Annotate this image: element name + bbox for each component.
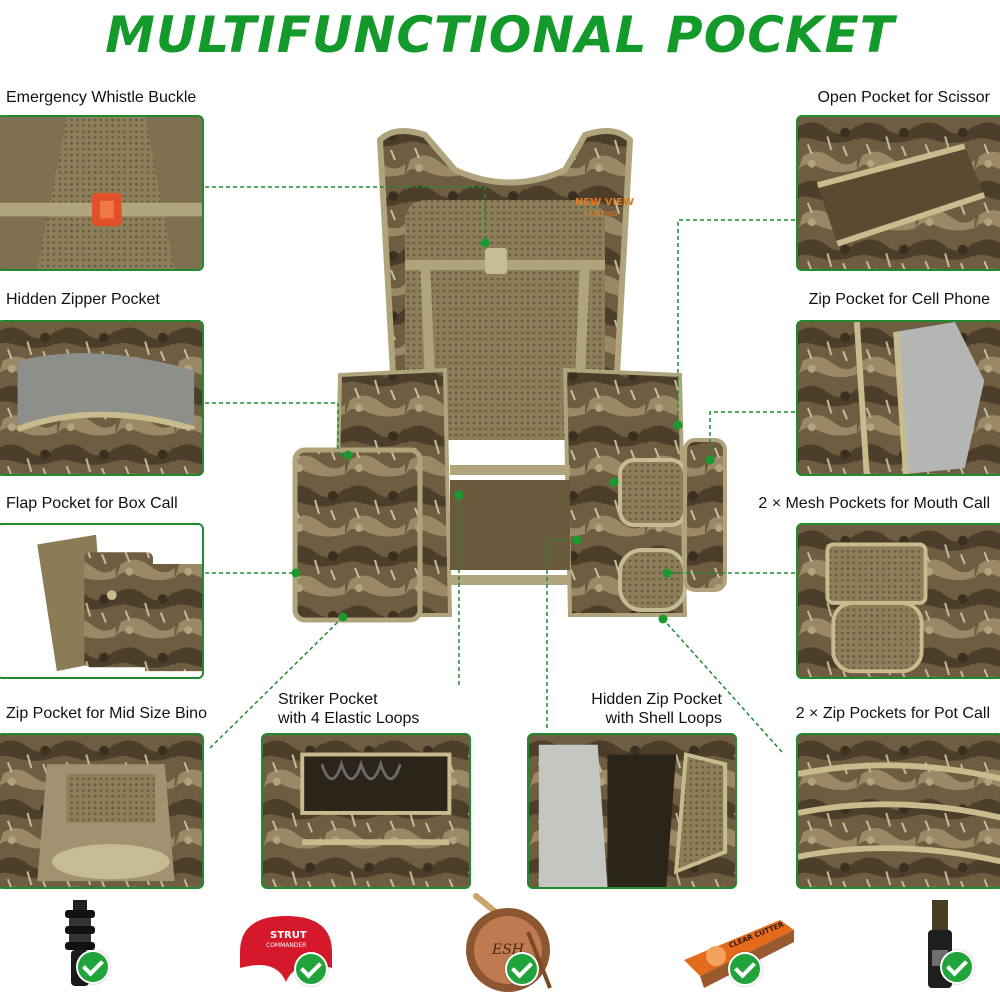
label-hidden-zip-line2: with Shell Loops bbox=[605, 710, 722, 727]
photo-hidden-zip bbox=[527, 733, 737, 889]
page-title: MULTIFUNCTIONAL POCKET bbox=[105, 6, 895, 64]
check-icon bbox=[76, 950, 110, 984]
label-hidden-zipper: Hidden Zipper Pocket bbox=[6, 291, 160, 308]
label-hidden-zip: Hidden Zip Pocket with Shell Loops bbox=[570, 690, 722, 728]
label-striker-line1: Striker Pocket bbox=[278, 691, 378, 708]
check-icon bbox=[294, 952, 328, 986]
photo-mid-bino bbox=[0, 733, 204, 889]
label-striker-line2: with 4 Elastic Loops bbox=[278, 710, 420, 727]
vest-brand-sub: HUNTING bbox=[585, 210, 618, 218]
photo-striker bbox=[261, 733, 471, 889]
check-icon bbox=[505, 952, 539, 986]
photo-cell-phone bbox=[796, 320, 1000, 476]
vest-brand-text: NEW VIEW bbox=[575, 197, 634, 208]
photo-hidden-zipper bbox=[0, 320, 204, 476]
photo-pot-call bbox=[796, 733, 1000, 889]
label-scissor: Open Pocket for Scissor bbox=[817, 89, 990, 106]
strut-sub: COMMANDER bbox=[266, 942, 306, 949]
label-mid-bino: Zip Pocket for Mid Size Bino bbox=[6, 705, 207, 722]
label-emergency-whistle: Emergency Whistle Buckle bbox=[6, 89, 197, 106]
label-mouth-call: 2 × Mesh Pockets for Mouth Call bbox=[758, 495, 990, 512]
label-pot-call: 2 × Zip Pockets for Pot Call bbox=[795, 705, 990, 722]
strut-brand: STRUT bbox=[270, 930, 307, 941]
label-hidden-zip-line1: Hidden Zip Pocket bbox=[591, 691, 722, 708]
vest-image: NEW VIEW HUNTING bbox=[292, 128, 727, 623]
label-striker: Striker Pocket with 4 Elastic Loops bbox=[278, 690, 419, 728]
photo-emergency-whistle bbox=[0, 115, 204, 271]
photo-mouth-call bbox=[796, 523, 1000, 679]
photo-flap-pocket bbox=[0, 523, 204, 679]
photo-scissor bbox=[796, 115, 1000, 271]
label-cell-phone: Zip Pocket for Cell Phone bbox=[808, 291, 990, 308]
label-flap-pocket: Flap Pocket for Box Call bbox=[6, 495, 178, 512]
check-icon bbox=[728, 952, 762, 986]
diaphragm-call-icon: STRUT COMMANDER bbox=[240, 916, 332, 982]
check-icon bbox=[940, 950, 974, 984]
